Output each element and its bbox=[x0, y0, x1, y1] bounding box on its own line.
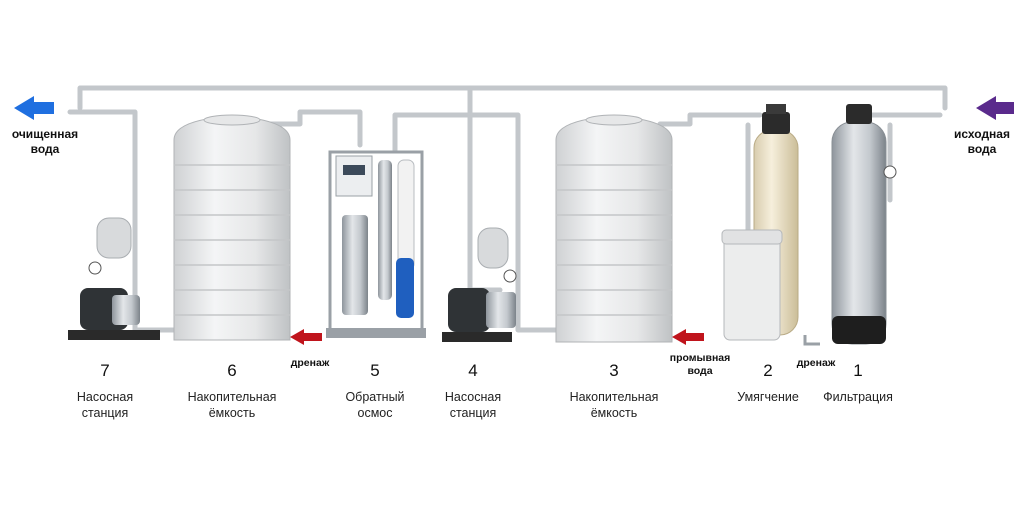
pump4-base bbox=[442, 332, 512, 342]
stage-number-3: 3 bbox=[609, 361, 619, 380]
ro-drain-label: дренаж bbox=[290, 357, 330, 369]
rinse-drain-arrow-icon bbox=[672, 329, 704, 345]
softener-controller bbox=[766, 104, 786, 114]
brine-tank-lid bbox=[721, 229, 783, 245]
pump7-gauge bbox=[88, 261, 102, 275]
stage-number-7: 7 bbox=[100, 361, 110, 380]
pump-station-4 bbox=[442, 227, 517, 342]
stage-number-2: 2 bbox=[763, 361, 773, 380]
ro-control-panel bbox=[335, 155, 373, 197]
softener-drain-label: дренаж bbox=[796, 357, 836, 369]
stage-label-1: Фильтрация bbox=[823, 390, 893, 404]
ro-pump bbox=[342, 215, 368, 315]
filter-valve-head bbox=[846, 104, 872, 124]
ro-base bbox=[326, 328, 426, 338]
softener-valve-head bbox=[762, 112, 790, 134]
drain-arrows bbox=[290, 329, 820, 346]
tank3-body bbox=[555, 115, 673, 343]
tank6-lid bbox=[203, 114, 261, 126]
softener-drain-pipe bbox=[803, 335, 820, 346]
pump7-expansion-tank bbox=[96, 217, 132, 259]
pump7-base bbox=[68, 330, 160, 340]
stage-label-2: Умягчение bbox=[737, 390, 799, 404]
storage-tank-6 bbox=[173, 114, 291, 341]
pump4-motor bbox=[448, 288, 490, 332]
stage-number-6: 6 bbox=[227, 361, 237, 380]
tank3-to-softener-pipe bbox=[657, 112, 763, 127]
ro-membrane-housing bbox=[397, 159, 415, 271]
tank6-to-ro-pipe bbox=[259, 109, 363, 148]
tank3-lid bbox=[585, 114, 643, 126]
ro-drain-arrow-icon bbox=[290, 329, 322, 345]
reverse-osmosis-unit-5 bbox=[326, 150, 426, 338]
brine-tank bbox=[723, 231, 781, 341]
inlet-arrow bbox=[976, 96, 1014, 120]
pump-station-7 bbox=[68, 217, 160, 340]
pump4-head bbox=[486, 292, 516, 328]
outlet-arrow bbox=[14, 96, 54, 120]
water-softener-2 bbox=[721, 104, 799, 341]
storage-tank-3 bbox=[555, 114, 673, 343]
filter-gauge bbox=[883, 165, 897, 179]
pipework bbox=[67, 85, 948, 333]
pump7-head bbox=[112, 295, 140, 325]
stage-number-1: 1 bbox=[853, 361, 863, 380]
inlet-arrow-icon bbox=[976, 96, 1014, 120]
pump4-expansion-tank bbox=[477, 227, 509, 269]
ro-vessel bbox=[378, 160, 392, 300]
filter-column bbox=[831, 121, 887, 345]
stage-number-5: 5 bbox=[370, 361, 380, 380]
ro-to-pump4-pipe bbox=[392, 112, 563, 333]
main-return-pipe bbox=[77, 85, 948, 111]
tank6-body bbox=[173, 115, 291, 341]
filtration-column-1 bbox=[831, 104, 897, 345]
stage-number-4: 4 bbox=[468, 361, 478, 380]
outlet-arrow-icon bbox=[14, 96, 54, 120]
ro-prefilter bbox=[396, 258, 414, 318]
pump4-gauge bbox=[503, 269, 517, 283]
filter-base bbox=[832, 316, 886, 344]
ro-display bbox=[343, 165, 365, 175]
